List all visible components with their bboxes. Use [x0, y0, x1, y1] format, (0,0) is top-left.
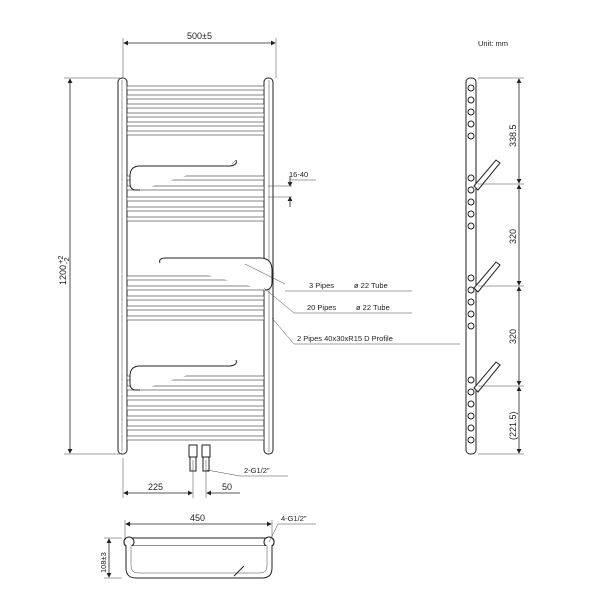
side-dim-4: (221.5) [508, 411, 518, 440]
callout-2-left: 20 Pipes [307, 303, 336, 312]
front-view: 500±5 1200 +2 -2 [56, 31, 460, 498]
front-width-label: 500±5 [187, 31, 212, 41]
bottom-left-label: 225 [148, 482, 163, 492]
top-width-label: 450 [190, 513, 205, 523]
callout-2-right: ø 22 Tube [356, 303, 390, 312]
top-connection-label: 4-G1/2" [281, 514, 307, 523]
height-tol-upper: +2 [56, 255, 65, 264]
tube-bars [126, 85, 265, 441]
side-dim-1: 338.5 [508, 124, 518, 147]
spacing-label: 16-40 [289, 170, 308, 179]
callout-3-left: 2 Pipes 40x30xR15 D Profile [297, 334, 393, 343]
callout-1-left: 3 Pipes [309, 281, 334, 290]
inlet-valves [188, 444, 211, 472]
height-tol-lower: -2 [62, 257, 71, 264]
front-connection-label: 2-G1/2" [244, 466, 270, 475]
top-depth-label: 108±3 [99, 552, 108, 573]
side-dim-2: 320 [508, 229, 518, 244]
front-height-label: 1200 [58, 265, 68, 285]
callout-1-right: ø 22 Tube [354, 281, 388, 290]
unit-note: Unit: mm [478, 39, 508, 48]
side-tube-dots [467, 84, 475, 444]
bottom-right-label: 50 [222, 482, 232, 492]
side-dim-3: 320 [508, 329, 518, 344]
side-view: 338.5 320 320 (221.5) [465, 77, 524, 455]
top-view: 450 108±3 4-G1/2" [99, 513, 316, 579]
